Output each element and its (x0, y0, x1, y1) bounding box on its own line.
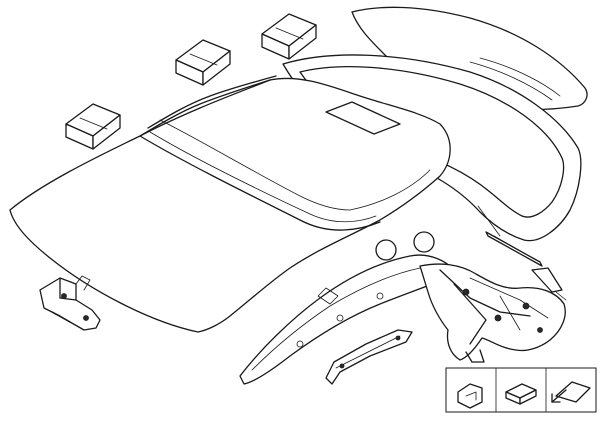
foam-pad-right[interactable] (261, 13, 317, 60)
clip-icon (457, 383, 483, 409)
foam-pad-center[interactable] (175, 39, 231, 86)
roof-shell[interactable] (9, 75, 451, 333)
hinge-mechanism[interactable] (419, 263, 567, 363)
trim-strip[interactable] (485, 231, 543, 267)
pad-icon (505, 383, 537, 405)
mounting-bracket[interactable] (39, 275, 101, 331)
arrow-icon (551, 381, 591, 403)
foam-pad-left[interactable] (65, 103, 121, 150)
legend-panel (445, 367, 597, 413)
tension-bow[interactable] (325, 329, 413, 385)
